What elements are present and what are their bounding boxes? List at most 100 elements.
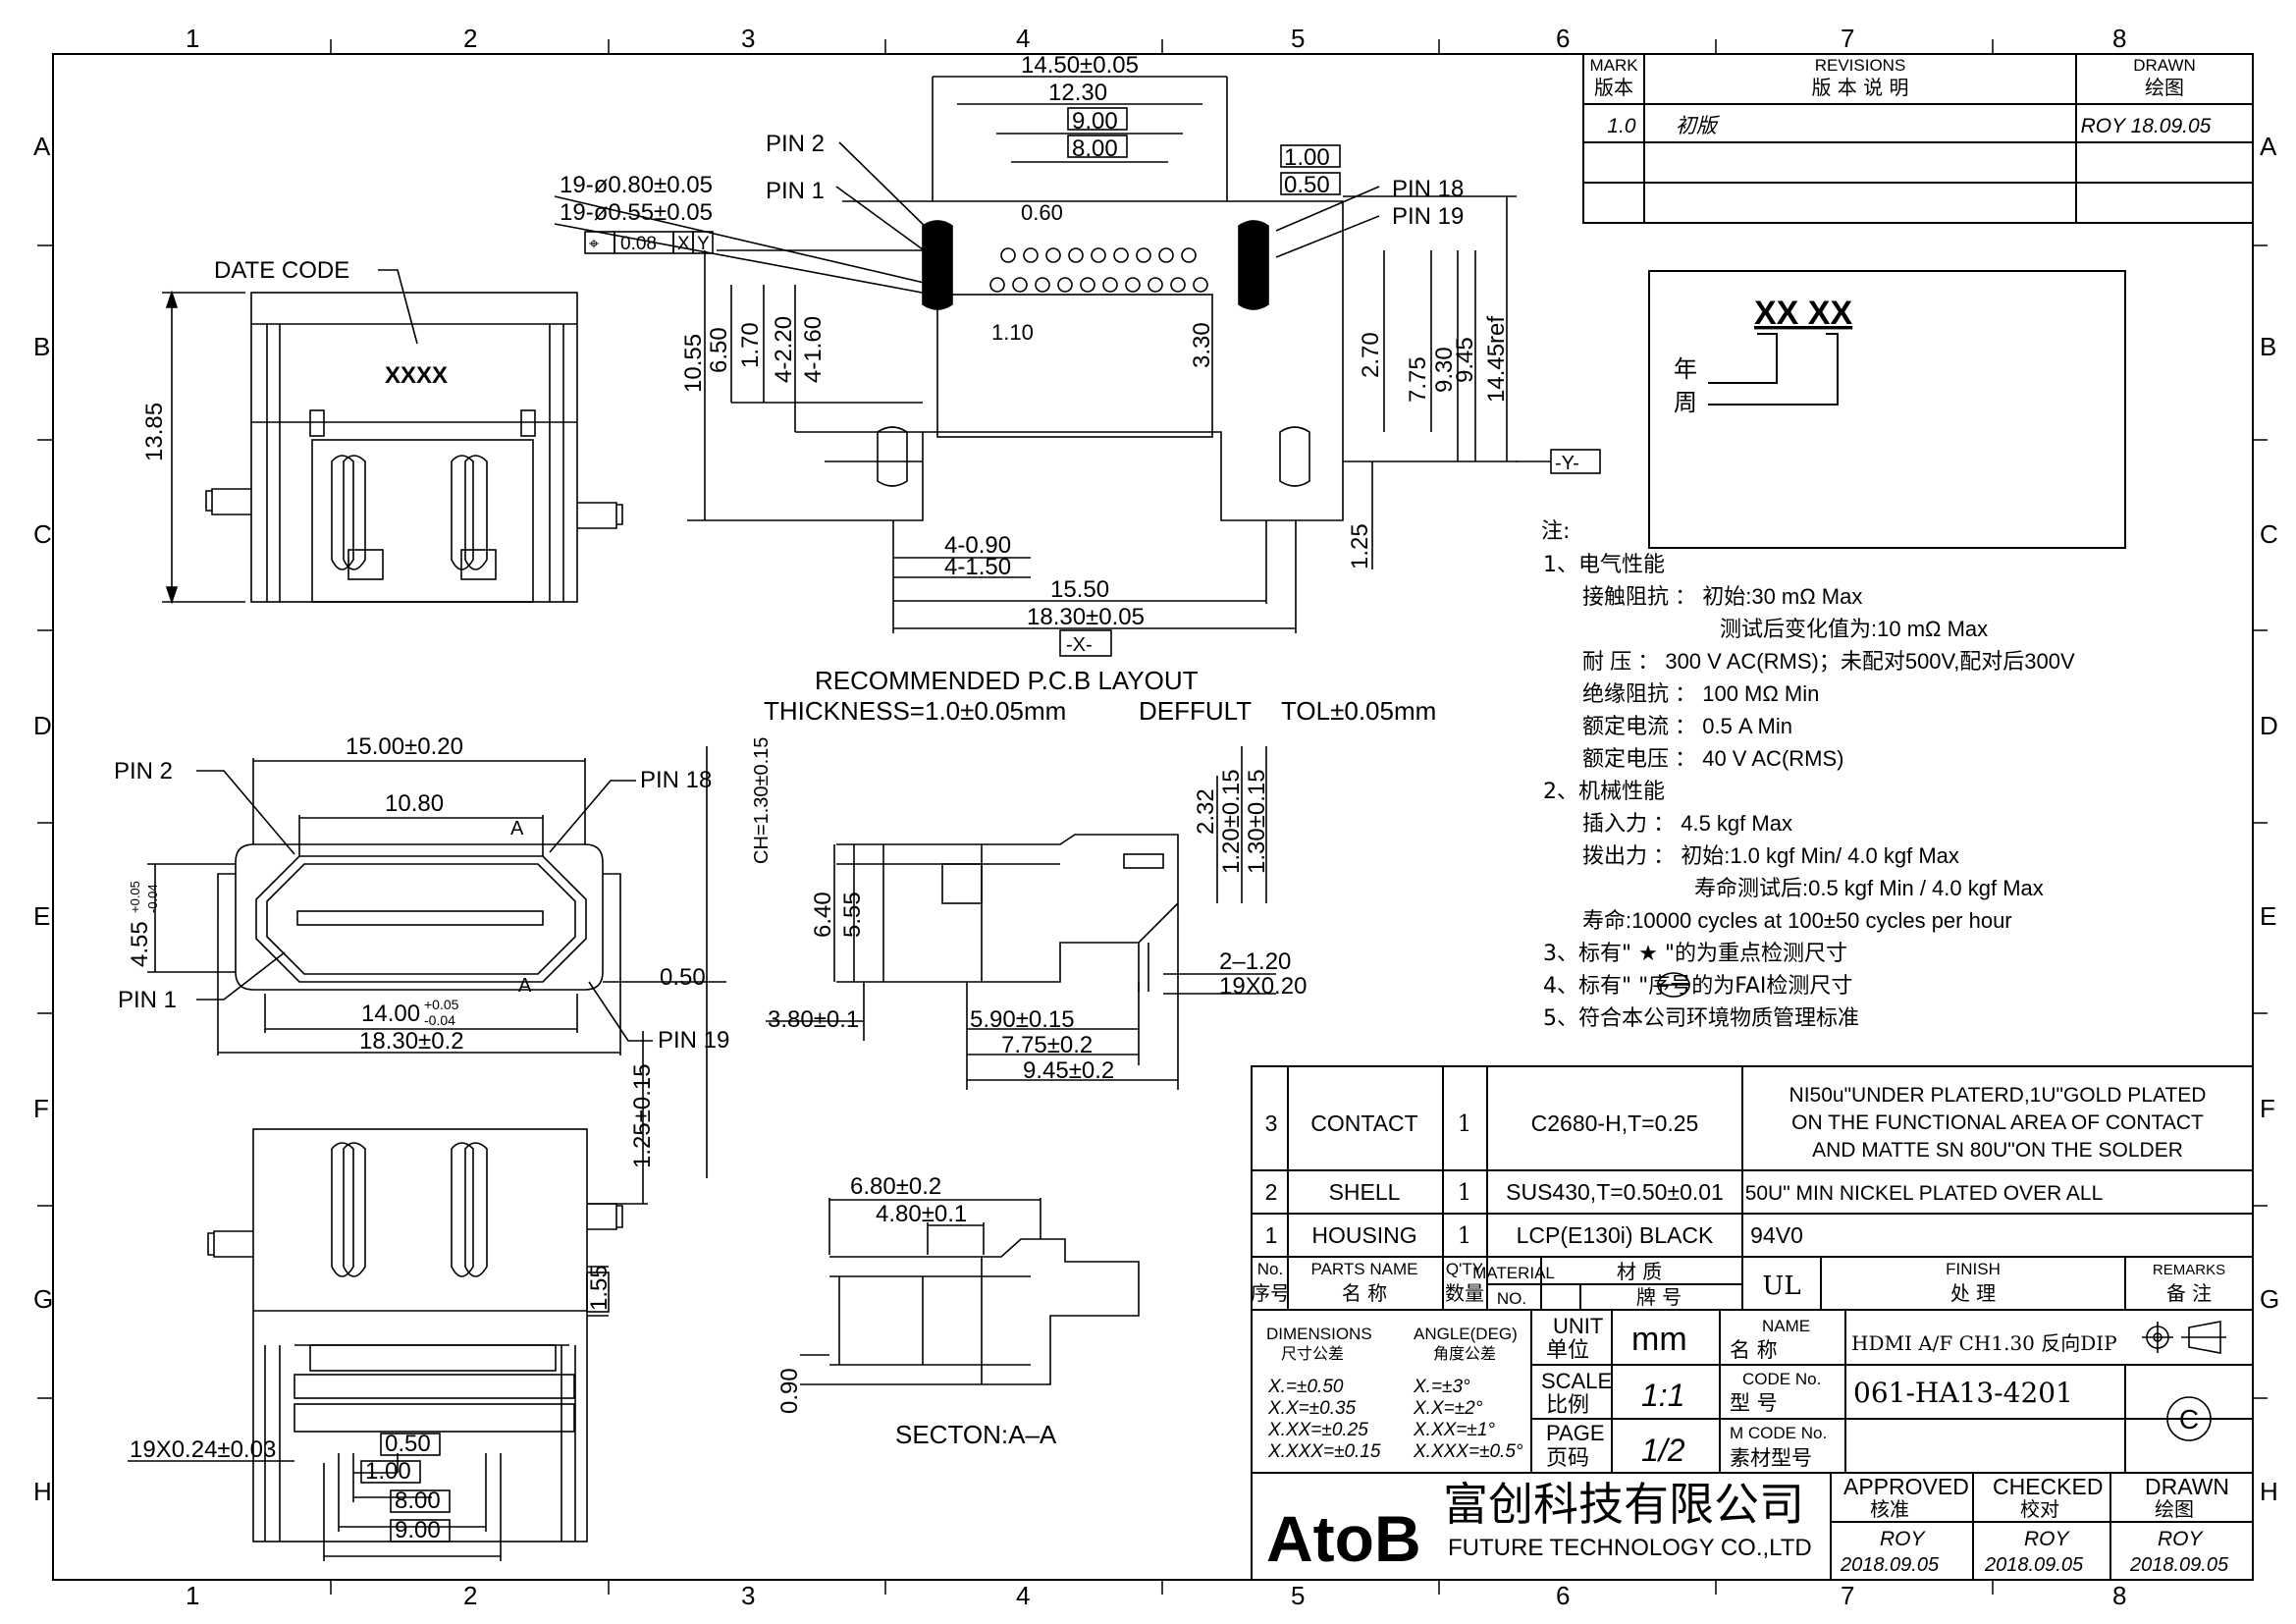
side-dim-555: 5.55 — [839, 892, 866, 938]
note-line: 寿命测试后:0.5 kgf Min / 4.0 kgf Max — [1694, 876, 2044, 900]
front-dim-1400-tol-upper: +0.05 — [424, 997, 459, 1012]
bottom-view: 1.25±0.15 1.55 19X0.24±0.03 0.50 1.00 8.… — [128, 1031, 656, 1561]
side-dim-590: 5.90±0.15 — [970, 1006, 1075, 1033]
rev-row-drawn: ROY 18.09.05 — [2081, 115, 2212, 137]
tb-name-cn: 名 称 — [1730, 1338, 1778, 1362]
note-line: 额定电流 ： 0.5 A Min — [1582, 714, 1792, 738]
side-dim-945: 9.45±0.2 — [1023, 1057, 1114, 1084]
bom-header-finish-cn: 处 理 — [1950, 1281, 1996, 1305]
col-label: 1 — [186, 1581, 199, 1610]
notes-title: 注: — [1541, 519, 1570, 544]
front-view: 15.00±0.20 10.80 14.00 +0.05 -0.04 18.30… — [114, 733, 729, 1178]
pcb-pin2-label: PIN 2 — [766, 131, 825, 157]
bom-row-finish: AND MATTE SN 80U"ON THE SOLDER — [1812, 1139, 2183, 1162]
tb-drawn-date: 2018.09.05 — [2129, 1554, 2229, 1576]
pcb-dim-pitch-050: 0.50 — [1284, 172, 1330, 198]
tb-unit: mm — [1631, 1321, 1687, 1358]
copyright-icon: C — [2166, 1396, 2212, 1441]
pcb-thickness: THICKNESS=1.0±0.05mm — [764, 696, 1066, 726]
col-label: 5 — [1291, 24, 1305, 53]
bom-row-name: HOUSING — [1311, 1222, 1416, 1248]
front-section-a-top: A — [510, 818, 524, 839]
tb-tol-ang: X.XX=±1° — [1413, 1420, 1495, 1440]
front-pin18-label: PIN 18 — [640, 767, 712, 793]
tb-approved-cn: 核准 — [1870, 1497, 1909, 1521]
bottom-dim-19x024: 19X0.24±0.03 — [130, 1436, 276, 1463]
front-pin1-label: PIN 1 — [118, 987, 177, 1013]
bom-row-finish: ON THE FUNCTIONAL AREA OF CONTACT — [1791, 1111, 2204, 1134]
company-logo: AtoB — [1266, 1502, 1421, 1575]
pcb-pin19-label: PIN 19 — [1392, 203, 1464, 230]
bom-header-no: No. — [1257, 1260, 1283, 1278]
row-label: D — [33, 711, 52, 740]
col-label: 1 — [186, 24, 199, 53]
frame-row-labels-left: A B C D E F G H — [33, 132, 53, 1506]
pcb-hole-row-2 — [989, 277, 1208, 293]
row-label: E — [2260, 901, 2276, 931]
col-label: 2 — [463, 1581, 477, 1610]
pcb-v-650: 6.50 — [706, 327, 732, 373]
col-label: 8 — [2112, 24, 2126, 53]
tb-page: 1/2 — [1641, 1433, 1685, 1468]
drawing-border — [52, 53, 2254, 1581]
rev-revisions-label: REVISIONS — [1815, 56, 1906, 75]
tb-checked-date: 2018.09.05 — [1984, 1554, 2084, 1576]
side-dim-ch: CH=1.30±0.15 — [751, 737, 773, 864]
bom-row-finish: NI50u"UNDER PLATERD,1U"GOLD PLATED — [1789, 1084, 2207, 1107]
pcb-v-945: 9.45 — [1452, 337, 1478, 383]
row-label: G — [2260, 1284, 2279, 1314]
pcb-v-170: 1.70 — [737, 322, 764, 368]
pcb-v-775: 7.75 — [1405, 356, 1431, 403]
bom-row-material: SUS430,T=0.50±0.01 — [1506, 1179, 1724, 1205]
bottom-dim-050: 0.50 — [385, 1431, 431, 1457]
bom-row-material: LCP(E130i) BLACK — [1517, 1222, 1714, 1248]
date-code-label: DATE CODE — [214, 257, 349, 284]
title-block: DIMENSIONS 尺寸公差 ANGLE(DEG) 角度公差 X.=±0.50… — [1251, 1309, 2254, 1581]
tb-tol-ang: X.XXX=±0.5° — [1413, 1441, 1523, 1462]
tb-checked-cn: 校对 — [2020, 1497, 2059, 1521]
frame-column-ticks — [37, 39, 2268, 1595]
row-label: H — [2260, 1477, 2278, 1506]
rev-row-mark: 1.0 — [1607, 115, 1636, 137]
side-dim-775: 7.75±0.2 — [1001, 1032, 1093, 1058]
row-label: B — [33, 332, 50, 361]
fai-symbol-icon — [1657, 972, 1690, 998]
col-label: 2 — [463, 24, 477, 53]
datum-x: -X- — [1066, 634, 1093, 656]
front-pin19-label: PIN 19 — [658, 1027, 729, 1054]
row-label: H — [33, 1477, 52, 1506]
side-dim-19x020: 19X0.20 — [1219, 973, 1307, 1000]
pcb-v-160: 4-1.60 — [800, 316, 827, 383]
tb-name: HDMI A/F CH1.30 反向DIP — [1851, 1331, 2117, 1355]
front-dim-050: 0.50 — [660, 964, 706, 991]
note-line: 2、机械性能 — [1543, 780, 1665, 804]
note-line: 插入力 ： 4.5 kgf Max — [1582, 811, 1792, 836]
pcb-tol-value: 0.08 — [620, 234, 657, 254]
side-dim-120: 1.20±0.15 — [1218, 769, 1245, 874]
tb-unit-cn: 单位 — [1546, 1338, 1589, 1363]
section-dim-090: 0.90 — [776, 1368, 803, 1414]
bom-header-material: MATERIAL — [1472, 1264, 1555, 1282]
row-label: G — [33, 1284, 53, 1314]
row-label: A — [33, 132, 51, 161]
row-label: C — [2260, 519, 2278, 549]
datum-y: -Y- — [1555, 453, 1579, 474]
side-dim-640: 6.40 — [810, 892, 836, 938]
pcb-h-150: 4-1.50 — [944, 554, 1011, 580]
bottom-dim-800: 8.00 — [395, 1488, 441, 1514]
note-line: 额定电压 ： 40 V AC(RMS) — [1582, 746, 1843, 771]
pcb-position-symbol: ⌖ — [589, 234, 599, 253]
front-dim-455-tol-upper: +0.05 — [128, 881, 142, 913]
note-line: 绝缘阻抗 ： 100 MΩ Min — [1582, 681, 1819, 706]
pcb-v-125: 1.25 — [1347, 523, 1373, 569]
bom-row-qty: 1 — [1458, 1111, 1472, 1137]
pcb-dim-w2: 12.30 — [1048, 80, 1107, 106]
pcb-layout-title: RECOMMENDED P.C.B LAYOUT — [815, 666, 1199, 695]
bom-header-brand-cn: 牌 号 — [1636, 1285, 1682, 1309]
tb-tol-ang: X.X=±2° — [1413, 1398, 1483, 1419]
notes-block: 注: 1、电气性能 接触阻抗 ： 初始:30 mΩ Max 测试后变化值为:10… — [1541, 519, 2075, 1031]
section-dim-480: 4.80±0.1 — [876, 1201, 967, 1227]
pcb-dim-w1: 14.50±0.05 — [1021, 52, 1139, 79]
bom-row-qty: 1 — [1458, 1223, 1472, 1249]
